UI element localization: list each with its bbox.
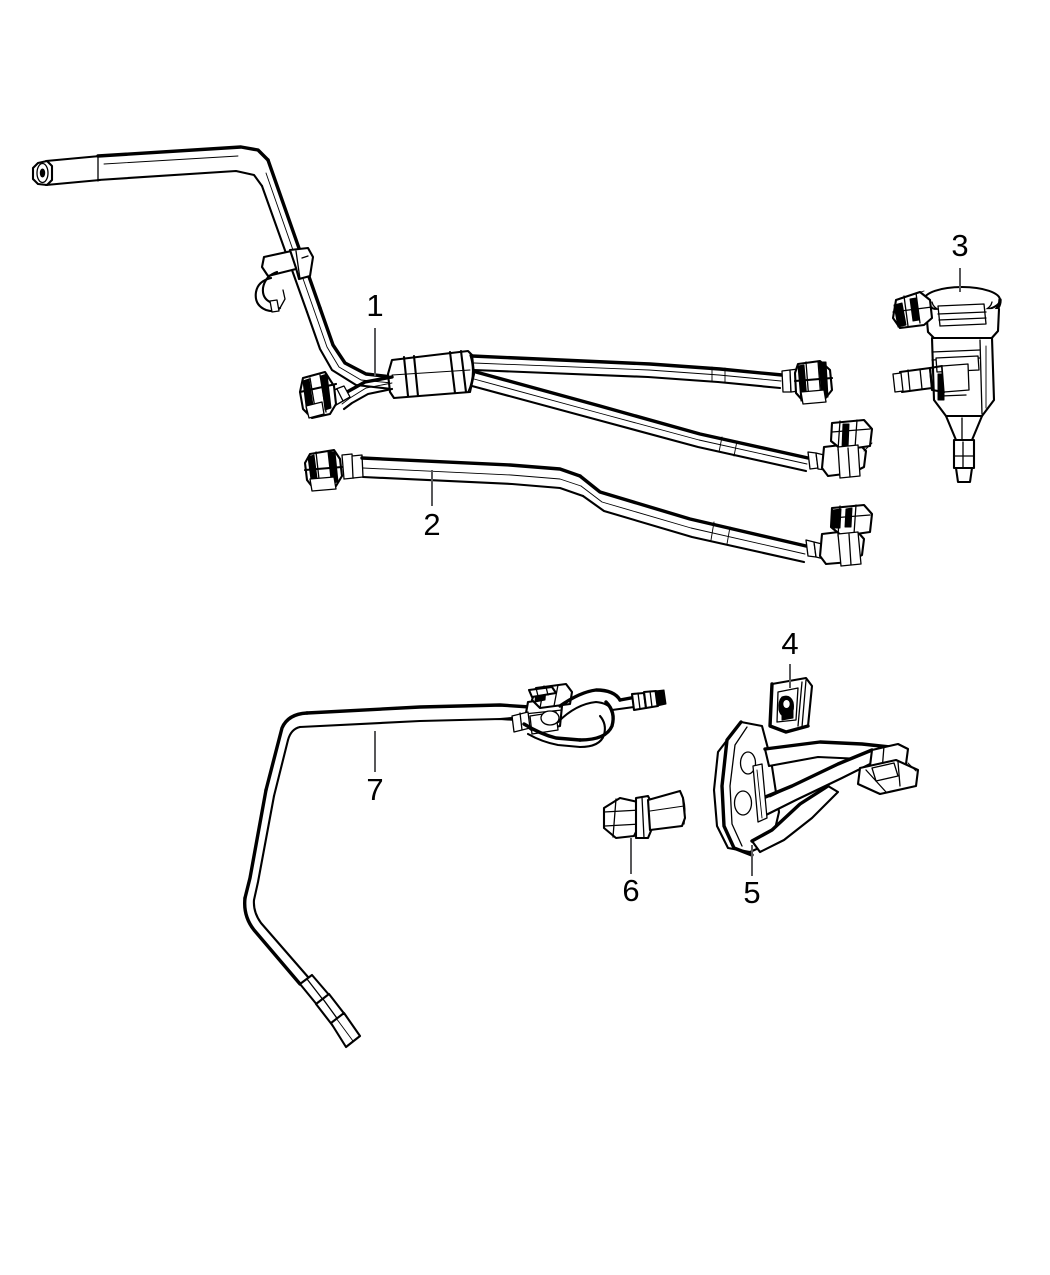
part-1-vapor-purge-tube-upper [31,145,874,479]
tube1-elbow-inner [260,184,309,314]
tube2-bend-highlight [580,485,806,555]
tube2-run-bottom [361,475,585,498]
hose7-lower-bend-outer [243,896,302,986]
hose7-valve-tab [527,685,558,699]
part-3-purge-solenoid-valve [891,285,1002,484]
callout-4: 4 [781,626,799,688]
tube-open-end-tip [31,154,102,187]
valve-side-port [892,363,970,394]
hose7-left-corner-outer [264,711,309,792]
tube1-upper-run-bottom [96,169,264,188]
tube1-elbow-connector-mid [807,418,874,479]
callouts-layer: 1 2 3 4 5 6 [366,228,968,910]
tube2-seam-b [726,526,731,545]
hose7-lower-bend-inner [252,898,310,979]
callout-6-number: 6 [622,873,639,908]
tube2-bend-bottom [581,494,806,564]
hose7-return-inner [526,732,582,749]
tube1-right-branch-bottom [472,368,782,390]
tube1-upper-run-highlight [103,155,239,165]
callout-3-number: 3 [951,228,968,263]
tube2-bend-top [578,474,808,548]
valve-nozzle [952,438,976,470]
inline-filter-body [386,349,476,400]
part-7-vacuum-hose-assembly [243,682,667,1049]
tube1-upper-run-top [96,145,270,162]
callout-7: 7 [366,731,384,807]
tube1-diagonal-top [474,370,810,460]
bracket-hole-upper [739,751,757,775]
bracket-plate-inner-edge [729,726,748,847]
hose7-valve-inlet [498,716,514,721]
bracket-plate-edge [720,720,754,857]
part-2-vapor-purge-tube-lower [303,448,874,567]
hose7-top-run [305,703,547,715]
valve-nozzle-tip [954,466,974,484]
callout-5: 5 [743,845,761,910]
bracket-center-rib [752,763,768,823]
callout-1-number: 1 [366,288,383,323]
tube-retaining-clip [254,246,315,313]
hose7-return-loop-outer [578,700,615,742]
tube1-right-branch-top [470,354,784,377]
part-6-hex-flange-bolt [602,789,687,840]
callout-7-number: 7 [366,772,383,807]
tube2-left-connector [303,448,364,492]
part-5-mounting-bracket [712,720,920,857]
tube1-diagonal-seam [718,436,723,453]
tube1-right-connector [781,359,834,405]
hose7-loop-outer [558,688,622,708]
hose7-left-run-inner [252,794,276,902]
hose7-left-corner-inner [272,725,302,798]
hose7-return-outer [522,722,582,742]
callout-3: 3 [951,228,969,292]
valve-electrical-connector [891,290,934,330]
tube1-diagonal-bottom [470,384,808,473]
bracket-hole-lower [733,790,753,816]
callout-5-number: 5 [743,875,760,910]
tube1-right-branch-highlight [473,362,782,382]
hose7-left-run-outer [243,788,268,900]
tube1-diagonal-highlight [473,378,808,465]
tube1-lower-bend-inner [305,310,394,391]
tube1-left-connector [298,370,394,420]
tube2-seam-a [710,521,715,541]
tube1-elbow-highlight [265,172,315,311]
tube2-run-top [360,456,582,478]
callout-2: 2 [423,470,441,542]
hose7-end-nipple [298,973,362,1049]
callout-2-number: 2 [423,507,440,542]
hose7-right-nipple [610,689,667,712]
callout-4-number: 4 [781,626,798,661]
tube1-diagonal-seam2 [733,440,738,457]
callout-1: 1 [366,288,384,376]
tube1-elbow-outer [266,158,322,310]
callout-6: 6 [622,838,640,908]
part-4-isolator-grommet [768,676,814,734]
tube2-right-connector [805,503,874,567]
hose7-return-loop-inner [578,714,606,749]
tube2-run-highlight [362,467,582,487]
